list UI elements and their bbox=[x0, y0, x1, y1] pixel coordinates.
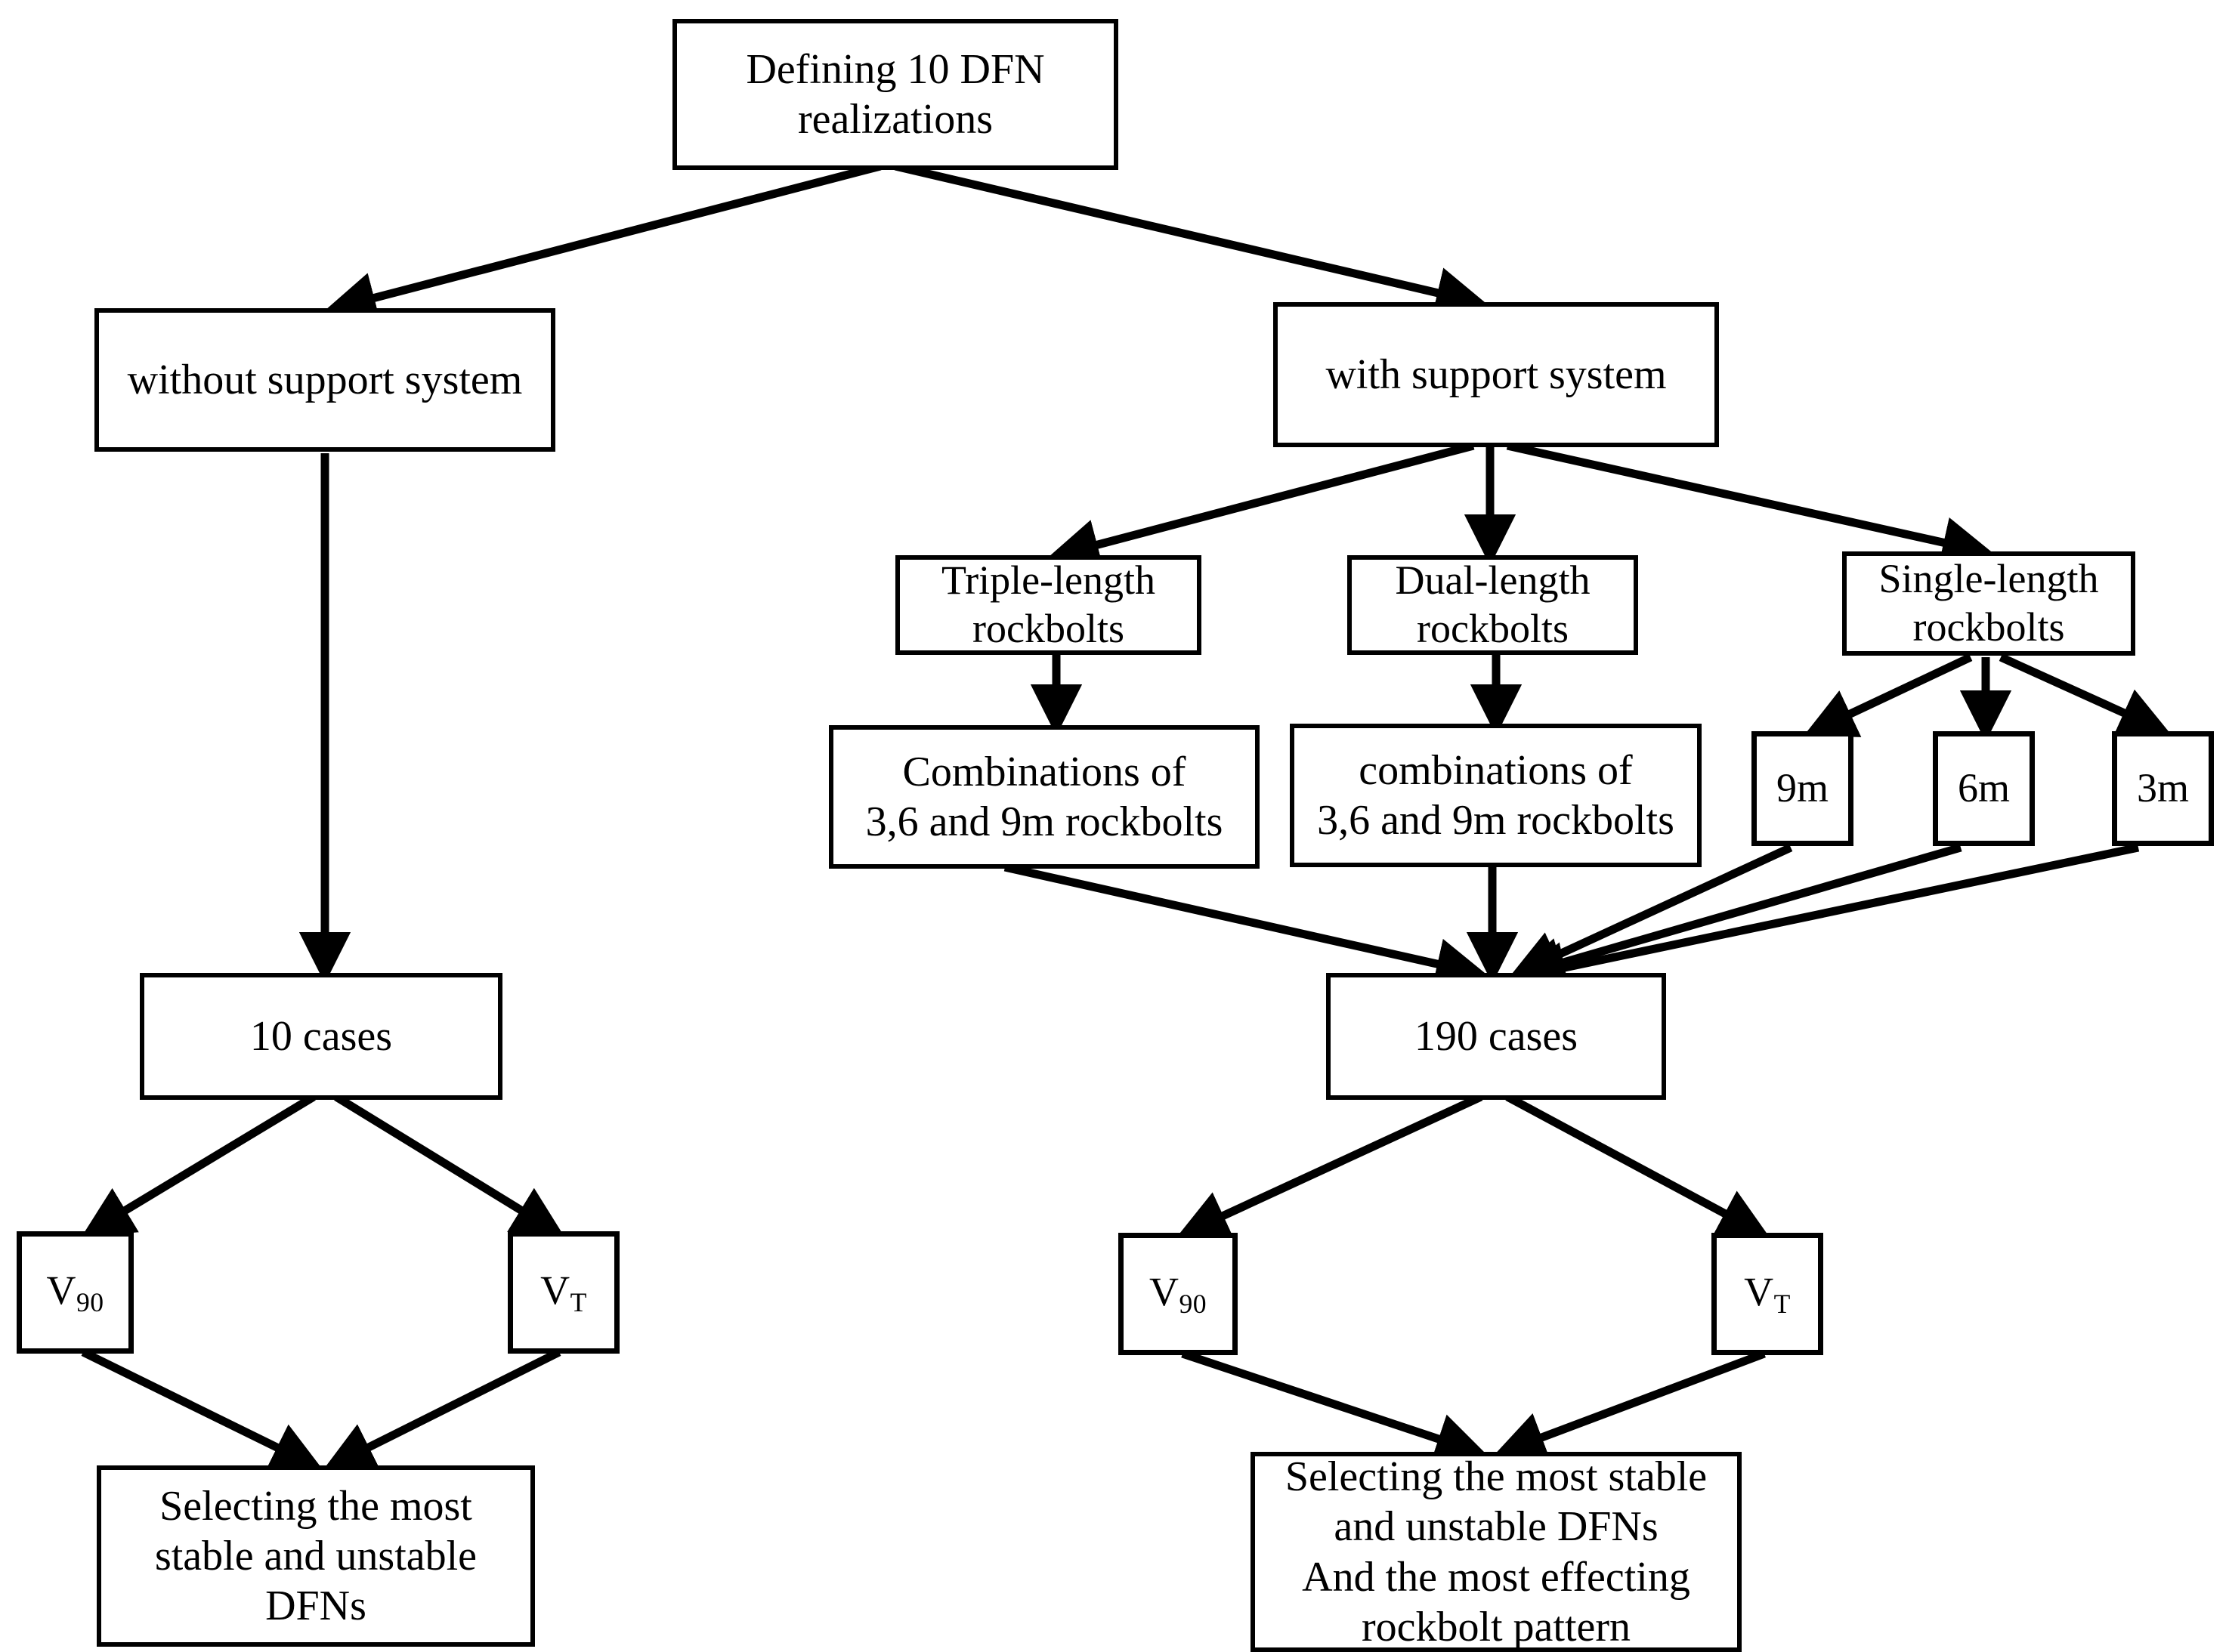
node-bolt-9m[interactable]: 9m bbox=[1751, 731, 1853, 846]
node-vt-right[interactable]: VT bbox=[1711, 1233, 1823, 1355]
node-vt-left[interactable]: VT bbox=[508, 1231, 620, 1354]
node-combinations-dual[interactable]: combinations of 3,6 and 9m rockbolts bbox=[1290, 724, 1702, 867]
node-label: 190 cases bbox=[1414, 1012, 1578, 1060]
v90-left-base: V bbox=[46, 1267, 76, 1313]
node-v90-left[interactable]: V90 bbox=[17, 1231, 134, 1354]
node-single-length-rockbolts[interactable]: Single-length rockbolts bbox=[1842, 551, 2135, 656]
node-label: VT bbox=[1717, 1268, 1818, 1320]
v90-left-subscript: 90 bbox=[76, 1286, 104, 1317]
node-label: Triple-length rockbolts bbox=[941, 557, 1155, 651]
node-label: Dual-length rockbolts bbox=[1395, 557, 1591, 651]
node-triple-length-rockbolts[interactable]: Triple-length rockbolts bbox=[895, 555, 1201, 655]
node-label: VT bbox=[513, 1267, 614, 1318]
node-combinations-triple[interactable]: Combinations of 3,6 and 9m rockbolts bbox=[829, 725, 1260, 869]
v90-right-base: V bbox=[1149, 1268, 1179, 1314]
node-result-left[interactable]: Selecting the most stable and unstable D… bbox=[97, 1465, 535, 1647]
vt-left-subscript: T bbox=[570, 1286, 587, 1317]
edge-v90-right-to-result bbox=[1181, 1349, 1488, 1464]
edge-single-to-9m bbox=[1804, 653, 1973, 737]
node-label: with support system bbox=[1325, 350, 1667, 398]
node-label: combinations of 3,6 and 9m rockbolts bbox=[1317, 746, 1674, 844]
node-190-cases[interactable]: 190 cases bbox=[1326, 973, 1666, 1100]
node-result-right[interactable]: Selecting the most stable and unstable D… bbox=[1251, 1452, 1742, 1652]
node-label: 3m bbox=[2136, 765, 2189, 811]
node-with-support-system[interactable]: with support system bbox=[1273, 302, 1719, 447]
edge-v90-left-to-result bbox=[81, 1348, 323, 1471]
edge-vt-left-to-result bbox=[323, 1348, 561, 1471]
node-label: 10 cases bbox=[249, 1012, 393, 1060]
node-bolt-6m[interactable]: 6m bbox=[1933, 731, 2035, 846]
node-10-cases[interactable]: 10 cases bbox=[140, 973, 502, 1100]
node-label: 9m bbox=[1776, 765, 1829, 811]
node-bolt-3m[interactable]: 3m bbox=[2112, 731, 2214, 846]
edge-vt-right-to-result bbox=[1493, 1349, 1766, 1462]
edge-190-cases-to-vt-right bbox=[1505, 1093, 1770, 1238]
edge-6m-to-190 bbox=[1511, 843, 1962, 988]
edge-with-support-to-triple bbox=[1047, 441, 1475, 570]
vt-right-subscript: T bbox=[1773, 1288, 1791, 1319]
edge-10-cases-to-vt-left bbox=[334, 1093, 565, 1237]
node-label: 6m bbox=[1957, 765, 2010, 811]
node-label: Selecting the most stable and unstable D… bbox=[1285, 1453, 1708, 1650]
edge-10-cases-to-v90-left bbox=[81, 1093, 316, 1237]
node-label: Combinations of 3,6 and 9m rockbolts bbox=[865, 748, 1223, 845]
node-v90-right[interactable]: V90 bbox=[1118, 1233, 1238, 1355]
node-label: Single-length rockbolts bbox=[1878, 556, 2099, 650]
vt-right-base: V bbox=[1744, 1268, 1774, 1314]
node-label: V90 bbox=[1124, 1268, 1232, 1320]
vt-left-base: V bbox=[540, 1267, 570, 1313]
edge-root-to-with-support bbox=[894, 162, 1488, 318]
node-label: Selecting the most stable and unstable D… bbox=[154, 1482, 478, 1630]
edge-root-to-without-support bbox=[324, 162, 882, 323]
v90-right-subscript: 90 bbox=[1179, 1288, 1207, 1319]
edge-combinations-triple-to-190 bbox=[1003, 863, 1488, 990]
edge-3m-to-190 bbox=[1514, 843, 2140, 993]
node-label: V90 bbox=[22, 1267, 128, 1318]
edge-190-cases-to-v90-right bbox=[1176, 1093, 1483, 1240]
node-without-support-system[interactable]: without support system bbox=[94, 308, 555, 452]
node-label: without support system bbox=[127, 356, 523, 403]
node-defining-dfn-realizations[interactable]: Defining 10 DFN realizations bbox=[672, 19, 1118, 170]
node-label: Defining 10 DFN realizations bbox=[746, 45, 1045, 143]
node-dual-length-rockbolts[interactable]: Dual-length rockbolts bbox=[1347, 555, 1638, 655]
edge-with-support-to-single bbox=[1506, 441, 1994, 568]
edge-single-to-3m bbox=[1999, 653, 2171, 736]
